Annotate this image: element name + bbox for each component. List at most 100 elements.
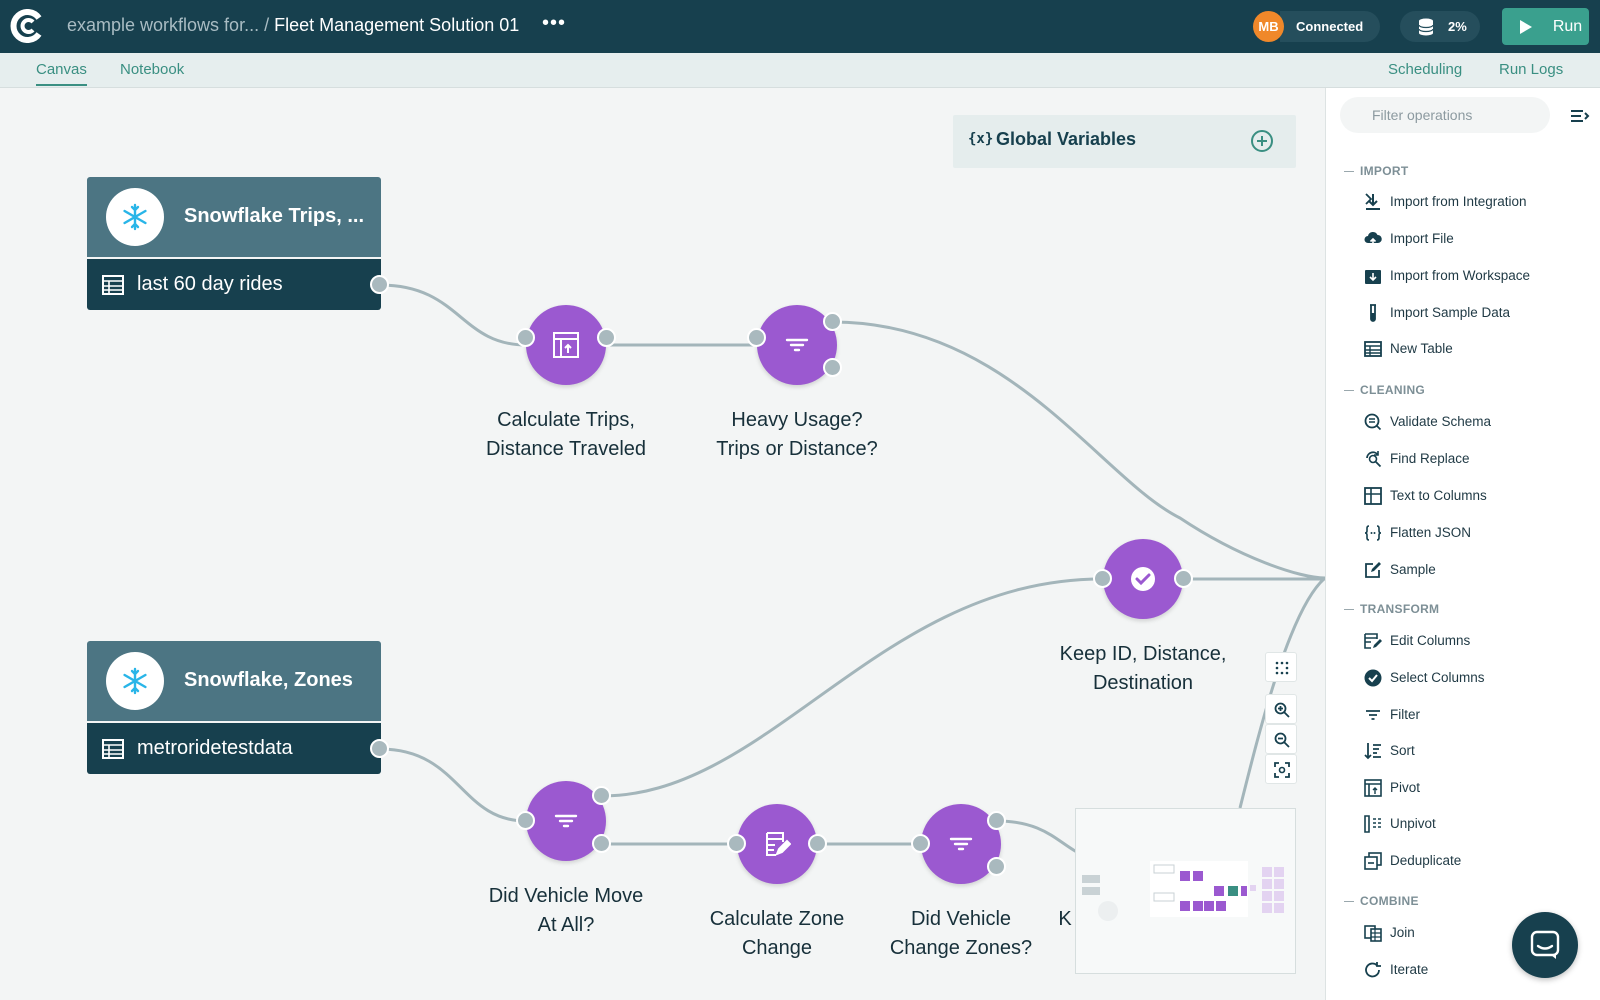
compute-usage-badge[interactable]: 2%: [1400, 11, 1480, 42]
op-unpivot[interactable]: Unpivot: [1364, 810, 1594, 838]
global-variables-label: Global Variables: [996, 129, 1137, 149]
input-port[interactable]: [727, 834, 746, 853]
source-node-zones[interactable]: Snowflake, Zones metroridetestdata: [87, 641, 381, 774]
pivot-icon: [553, 332, 579, 358]
tab-scheduling[interactable]: Scheduling: [1388, 61, 1463, 78]
add-variable-icon[interactable]: [1250, 129, 1274, 153]
input-port[interactable]: [516, 328, 535, 347]
output-port-false[interactable]: [987, 857, 1006, 876]
node-label-line: Did Vehicle: [910, 908, 1012, 930]
variable-icon: {x}: [968, 131, 994, 147]
breadcrumb: example workflows for... / Fleet Managem…: [67, 15, 519, 36]
node-label-line: Calculate Zone: [709, 908, 845, 930]
filter-operations-input[interactable]: [1340, 97, 1550, 133]
user-avatar[interactable]: MB: [1253, 11, 1284, 42]
op-join[interactable]: Join: [1364, 919, 1594, 947]
op-text-to-columns[interactable]: Text to Columns: [1364, 482, 1594, 510]
op-label: Import File: [1390, 231, 1454, 246]
more-options-button[interactable]: •••: [542, 12, 567, 34]
loop-icon: [1365, 962, 1381, 978]
node-label-line: K: [1058, 908, 1072, 930]
op-iterate[interactable]: Iterate: [1364, 956, 1594, 984]
fit-view-icon: [1274, 762, 1290, 778]
operation-node-calculate-trips[interactable]: [526, 305, 606, 385]
usage-value: 2%: [1448, 19, 1467, 34]
op-validate-schema[interactable]: Validate Schema: [1364, 408, 1594, 436]
operation-node-calculate-zone-change[interactable]: [737, 804, 817, 884]
app-logo-icon[interactable]: [10, 9, 44, 43]
op-pivot[interactable]: Pivot: [1364, 774, 1594, 802]
output-port[interactable]: [370, 275, 389, 294]
global-variables-bar[interactable]: {x} Global Variables: [953, 115, 1296, 168]
connection-status[interactable]: Connected: [1280, 11, 1380, 42]
input-port[interactable]: [747, 328, 766, 347]
output-port-false[interactable]: [592, 834, 611, 853]
op-find-replace[interactable]: Find Replace: [1364, 445, 1594, 473]
top-bar: example workflows for... / Fleet Managem…: [0, 0, 1600, 53]
op-new-table[interactable]: New Table: [1364, 335, 1594, 363]
op-flatten-json[interactable]: Flatten JSON: [1364, 519, 1594, 547]
edit-columns-icon: [1364, 633, 1382, 649]
input-port[interactable]: [1093, 569, 1112, 588]
op-import-from-integration[interactable]: Import from Integration: [1364, 188, 1594, 216]
zoom-out-button[interactable]: [1265, 724, 1297, 754]
fit-view-button[interactable]: [1265, 754, 1297, 784]
table-icon: [102, 739, 124, 759]
breadcrumb-current[interactable]: Fleet Management Solution 01: [274, 15, 520, 35]
output-port-true[interactable]: [823, 312, 842, 331]
grid-toggle-button[interactable]: [1265, 652, 1297, 682]
input-port[interactable]: [516, 811, 535, 830]
output-port[interactable]: [597, 328, 616, 347]
output-port-false[interactable]: [823, 358, 842, 377]
breadcrumb-separator: /: [259, 15, 275, 35]
tab-notebook[interactable]: Notebook: [120, 61, 185, 78]
validate-icon: [1364, 413, 1382, 431]
source-node-trips[interactable]: Snowflake Trips, ... last 60 day rides: [87, 177, 381, 310]
cloud-upload-icon: [1364, 231, 1382, 247]
split-columns-icon: [1364, 487, 1382, 505]
snowflake-logo: [106, 188, 164, 246]
tab-canvas[interactable]: Canvas: [36, 61, 87, 86]
op-import-file[interactable]: Import File: [1364, 225, 1594, 253]
sort-icon: [1364, 743, 1381, 760]
op-label: Find Replace: [1390, 451, 1470, 466]
canvas-minimap[interactable]: [1075, 808, 1296, 974]
op-filter[interactable]: Filter: [1364, 701, 1594, 729]
op-import-from-workspace[interactable]: Import from Workspace: [1364, 262, 1594, 290]
source-table-name: metroridetestdata: [137, 737, 293, 759]
node-label-line: Trips or Distance?: [716, 438, 878, 460]
op-label: Import Sample Data: [1390, 305, 1511, 320]
breadcrumb-parent[interactable]: example workflows for...: [67, 15, 260, 35]
op-label: Deduplicate: [1390, 853, 1462, 868]
output-port[interactable]: [370, 739, 389, 758]
run-button[interactable]: Run: [1502, 8, 1589, 45]
play-icon: [1520, 20, 1532, 34]
node-label-line: Destination: [1092, 672, 1194, 694]
workspace-import-icon: [1365, 270, 1381, 284]
find-replace-icon: [1366, 451, 1382, 468]
op-deduplicate[interactable]: Deduplicate: [1364, 847, 1594, 875]
zoom-in-button[interactable]: [1265, 694, 1297, 724]
operation-node-keep-id[interactable]: [1103, 539, 1183, 619]
op-import-sample-data[interactable]: Import Sample Data: [1364, 299, 1594, 327]
source-header: Snowflake Trips, ...: [87, 177, 381, 257]
node-label: Heavy Usage? Trips or Distance?: [687, 406, 907, 464]
output-port-true[interactable]: [592, 786, 611, 805]
input-port[interactable]: [911, 834, 930, 853]
collapse-panel-icon[interactable]: [1570, 108, 1590, 124]
op-sort[interactable]: Sort: [1364, 737, 1594, 765]
source-table-row: metroridetestdata: [87, 723, 381, 774]
json-braces-icon: [1364, 525, 1382, 541]
workflow-canvas[interactable]: {x} Global Variables Snowflake Trips, ..…: [0, 88, 1325, 1000]
output-port-true[interactable]: [987, 811, 1006, 830]
output-port[interactable]: [808, 834, 827, 853]
filter-icon: [554, 814, 578, 828]
op-select-columns[interactable]: Select Columns: [1364, 664, 1594, 692]
output-port[interactable]: [1174, 569, 1193, 588]
chat-launcher-button[interactable]: [1512, 912, 1578, 978]
op-edit-columns[interactable]: Edit Columns: [1364, 627, 1594, 655]
tab-run-logs[interactable]: Run Logs: [1499, 61, 1564, 78]
source-title: Snowflake, Zones: [184, 669, 353, 691]
op-sample[interactable]: Sample: [1364, 556, 1594, 584]
run-label: Run: [1552, 18, 1583, 35]
